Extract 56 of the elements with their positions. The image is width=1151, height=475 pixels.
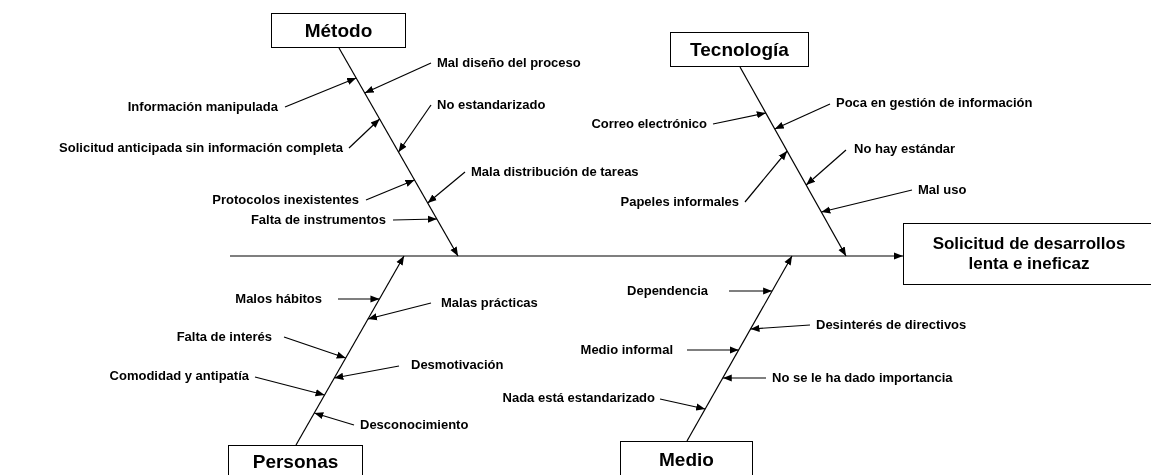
cause-label: Solicitud anticipada sin información completa [59, 140, 343, 156]
bone-arrow [338, 47, 459, 257]
cause-label: Poca en gestión de información [836, 95, 1033, 111]
arrow [365, 179, 416, 201]
cause-label: Falta de instrumentos [250, 212, 386, 228]
bone-arrow [739, 66, 847, 257]
arrow [712, 111, 767, 125]
arrow [397, 104, 432, 153]
arrow [427, 171, 466, 204]
arrow [313, 412, 355, 426]
arrow [364, 62, 432, 94]
cause-label: Mala distribución de tareas [471, 164, 639, 180]
cause-label: Dependencia [627, 283, 708, 299]
cause-label: Correo electrónico [591, 116, 707, 132]
category-box: Personas [228, 445, 363, 475]
arrow [337, 295, 381, 303]
cause-label: Mal uso [918, 182, 967, 198]
effect-box: Solicitud de desarrollos lenta e ineficaz [903, 223, 1151, 285]
cause-label: Desinterés de directivos [816, 317, 967, 333]
cause-label: Medio informal [580, 342, 673, 358]
cause-label: Protocolos inexistentes [212, 192, 359, 208]
arrow [367, 302, 432, 321]
cause-label: Desmotivación [411, 357, 504, 373]
arrow [805, 149, 847, 186]
cause-label: Malos hábitos [235, 291, 322, 307]
arrow [392, 215, 438, 223]
arrow [728, 287, 773, 295]
category-box: Medio [620, 441, 753, 475]
arrow [348, 118, 381, 149]
arrow [659, 398, 706, 411]
cause-label: Nada está estandarizado [502, 390, 655, 406]
arrow [749, 324, 811, 332]
arrow [254, 376, 326, 397]
category-box: Tecnología [670, 32, 809, 67]
cause-label: Malas prácticas [441, 295, 538, 311]
cause-label: Información manipulada [127, 99, 278, 115]
arrow [774, 103, 831, 130]
cause-label: Mal diseño del proceso [437, 55, 581, 71]
bone-arrow [686, 255, 793, 442]
arrow [744, 150, 788, 203]
cause-label: Falta de interés [176, 329, 272, 345]
arrow [333, 365, 400, 380]
category-box: Método [271, 13, 406, 48]
cause-label: No hay estándar [854, 141, 956, 157]
bone-arrow [295, 255, 405, 446]
cause-label: Papeles informales [620, 194, 739, 210]
spine-arrow [229, 252, 904, 260]
cause-label: Comodidad y antipatía [109, 368, 249, 384]
cause-label: No estandarizado [437, 97, 546, 113]
arrow [284, 77, 357, 108]
arrow [722, 374, 767, 382]
arrow [283, 336, 347, 359]
cause-label: Desconocimiento [360, 417, 469, 433]
arrow [686, 346, 740, 354]
arrow [820, 189, 913, 214]
cause-label: No se le ha dado importancia [772, 370, 953, 386]
